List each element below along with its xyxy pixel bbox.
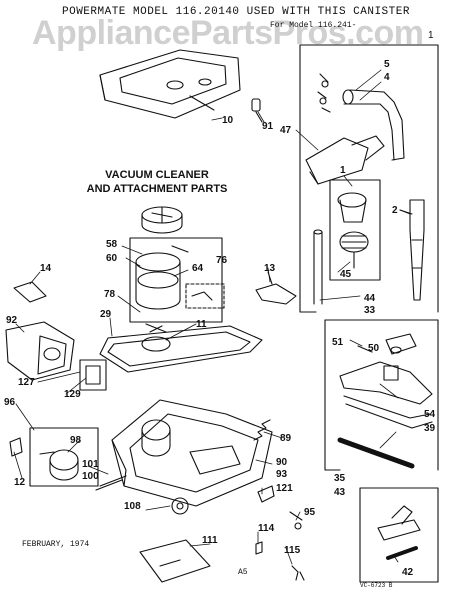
part-47-tool: [305, 135, 385, 185]
callout-93: 93: [276, 469, 288, 480]
callout-39: 39: [424, 423, 436, 434]
callout-10: 10: [222, 115, 234, 126]
title-line-2: AND ATTACHMENT PARTS: [86, 183, 228, 195]
callout-91: 91: [262, 121, 274, 132]
callout-98: 98: [70, 435, 82, 446]
part-90-canister-body: [95, 399, 273, 515]
callout-14: 14: [40, 263, 52, 274]
part-92-bag: [5, 321, 75, 381]
callout-51: 51: [332, 337, 344, 348]
callout-121: 121: [276, 483, 293, 494]
header-line-2: For Model 116.241-: [270, 21, 357, 30]
callout-111: 111: [202, 535, 218, 546]
callout-108: 108: [124, 501, 141, 512]
part-1-brush-box: [329, 179, 381, 281]
part-10-cover: [99, 49, 241, 119]
watermark: AppliancePartsPros.com: [32, 14, 424, 52]
callout-47: 47: [280, 125, 292, 136]
part-58-60-64-motor: [129, 206, 225, 323]
callout-42: 42: [402, 567, 414, 578]
callout-54: 54: [424, 409, 436, 420]
part-2-crevice-wand: [399, 199, 425, 301]
page-number: 1: [428, 30, 434, 41]
callout-96: 96: [4, 397, 16, 408]
part-39-brush-strip: [337, 437, 415, 469]
callout-44: 44: [364, 293, 376, 304]
callout-100: 100: [82, 471, 99, 482]
part-50-51-adapter: [357, 333, 417, 355]
part-33-44-tube: [313, 229, 323, 305]
callout-129: 129: [64, 389, 81, 400]
part-91-clip: [251, 98, 263, 123]
callout-4: 4: [384, 72, 390, 83]
part-89-spring: [253, 419, 271, 441]
footer-date: FEBRUARY, 1974: [22, 540, 90, 549]
callout-13: 13: [264, 263, 276, 274]
callout-29: 29: [100, 309, 112, 320]
callout-45: 45: [340, 269, 352, 280]
callout-50: 50: [368, 343, 380, 354]
header-line-1: POWERMATE MODEL 116.20140 USED WITH THIS…: [62, 6, 410, 18]
part-42-nozzle: [377, 505, 421, 560]
part-4-5-hose-fitting: [317, 73, 405, 161]
part-96-98-switch: [9, 427, 99, 487]
part-13-gasket: [255, 271, 297, 305]
part-78-11-frame: [99, 323, 263, 373]
callout-101: 101: [82, 459, 99, 470]
callout-95: 95: [304, 507, 316, 518]
footer-code: A5: [238, 568, 248, 577]
callout-33: 33: [364, 305, 376, 316]
callout-127: 127: [18, 377, 35, 388]
callout-115: 115: [284, 545, 301, 556]
callout-64: 64: [192, 263, 204, 274]
title-line-1: VACUUM CLEANER: [105, 169, 209, 181]
part-14-latch: [13, 281, 47, 303]
callout-1: 1: [340, 165, 346, 176]
callout-90: 90: [276, 457, 288, 468]
part-127-129-filter: [79, 359, 107, 391]
callout-92: 92: [6, 315, 18, 326]
callout-76: 76: [216, 255, 228, 266]
part-114-115-screws: [255, 541, 305, 581]
callout-35: 35: [334, 473, 346, 484]
footer-drawing-number: VC-6723 B: [360, 582, 393, 589]
callout-89: 89: [280, 433, 292, 444]
part-95-121-pieces: [257, 485, 303, 530]
callout-12: 12: [14, 477, 26, 488]
leader-lines: [13, 69, 411, 565]
part-54-floor-tool: [339, 361, 433, 429]
callout-2: 2: [392, 205, 398, 216]
callout-114: 114: [258, 523, 275, 534]
callout-60: 60: [106, 253, 118, 264]
part-111-pad: [139, 539, 211, 583]
callout-78: 78: [104, 289, 116, 300]
callout-5: 5: [384, 59, 390, 70]
callout-11: 11: [196, 319, 207, 330]
callout-58: 58: [106, 239, 118, 250]
callout-43: 43: [334, 487, 346, 498]
